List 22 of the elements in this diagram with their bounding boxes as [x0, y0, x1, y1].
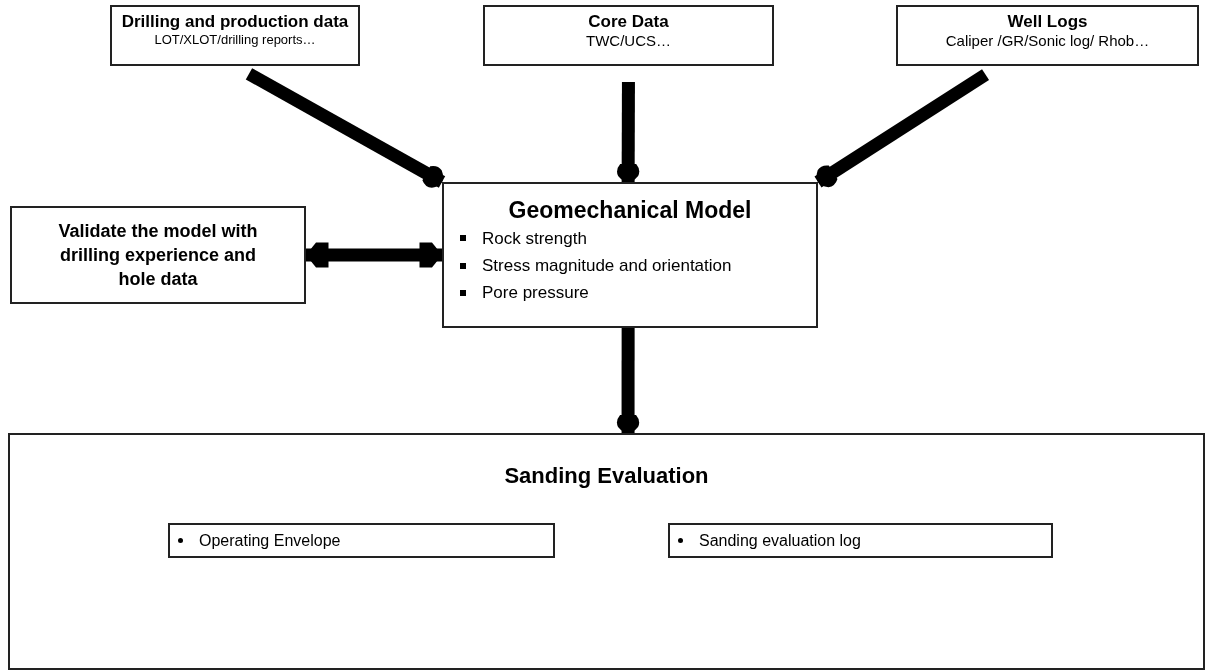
panel-title: Sanding Evaluation [504, 462, 709, 490]
model-box [442, 182, 818, 328]
evaluation-panel [8, 433, 1205, 670]
bullet-text: Stress magnitude and orientation [482, 254, 732, 277]
item-text: Sanding evaluation log [699, 530, 861, 551]
item-text: Operating Envelope [199, 530, 341, 551]
box-title: Well Logs [1007, 11, 1088, 33]
box-title: Geomechanical Model [508, 196, 752, 225]
box-subtitle: TWC/UCS… [586, 32, 671, 51]
validation-box [10, 206, 306, 304]
data-source-box [483, 5, 774, 66]
box-subtitle: LOT/XLOT/drilling reports… [154, 32, 316, 49]
result-box [668, 523, 1053, 558]
box-subtitle: Caliper /GR/Sonic log/ Rhob… [945, 32, 1150, 51]
box-title: Core Data [588, 11, 669, 33]
bullet-text: Rock strength [482, 227, 587, 250]
bullet-text: Pore pressure [482, 282, 589, 305]
box-title: Drilling and production data [121, 11, 349, 33]
result-box [168, 523, 555, 558]
data-source-box [110, 5, 360, 66]
data-source-box [896, 5, 1199, 66]
box-text: Validate the model with drilling experience and hole data [57, 219, 259, 292]
